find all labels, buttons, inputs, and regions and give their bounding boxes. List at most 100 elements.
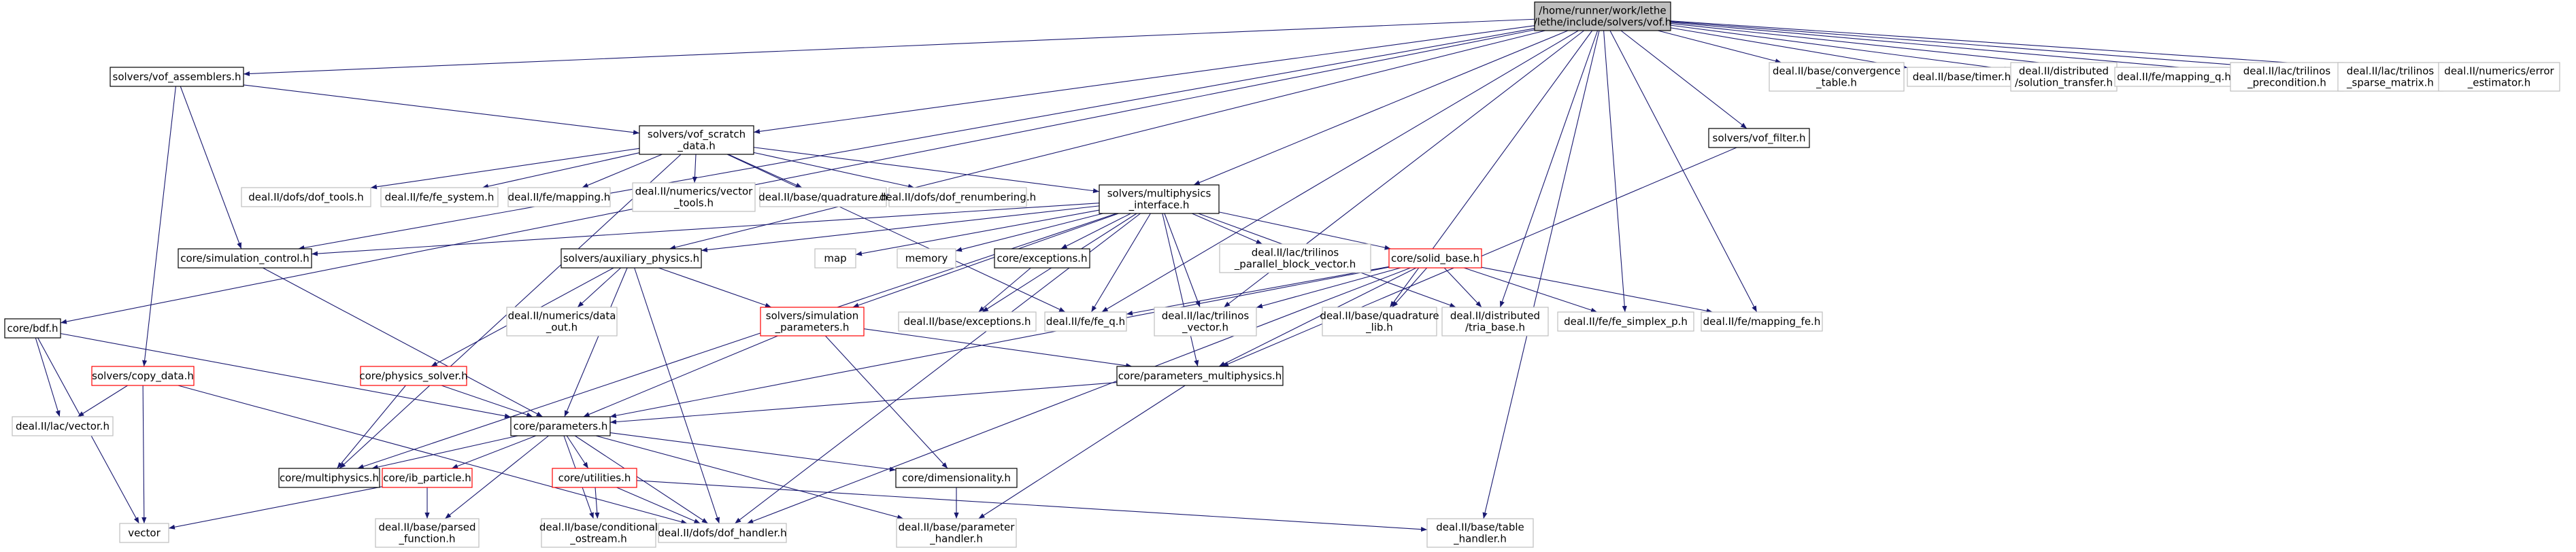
node-box [375,518,480,548]
edge-solid_base-to-tria_base [1443,267,1482,308]
node-box [1557,311,1694,332]
node-label: _sparse_matrix.h [2346,77,2434,90]
node-label: deal.II/base/table [1436,521,1524,534]
node-convergence_table: deal.II/base/convergence_table.h [1769,62,1905,92]
node-label: solvers/vof_filter.h [1713,132,1806,145]
node-box [2438,62,2560,92]
node-label: deal.II/lac/trilinos [2243,65,2331,77]
node-auxiliary_physics[interactable]: solvers/auxiliary_physics.h [561,248,702,269]
node-label: core/solid_base.h [1391,252,1479,265]
node-label: core/parameters.h [514,420,608,432]
node-label: deal.II/distributed [1450,310,1540,322]
edge-multiphysics_interface-to-exceptions_core [1060,213,1131,249]
node-label: deal.II/dofs/dof_handler.h [658,527,786,540]
edge-vof_scratch-to-fe_system [482,152,640,189]
node-label: deal.II/fe/mapping.h [508,191,611,203]
node-multiphysics_interface[interactable]: solvers/multiphysics_interface.h [1099,184,1220,214]
node-label: /solution_transfer.h [2015,77,2113,90]
node-root: /home/runner/work/lethe/lethe/include/so… [1534,1,1671,31]
node-vector_tools: deal.II/numerics/vector_tools.h [632,182,756,212]
node-parameters_multiphysics[interactable]: core/parameters_multiphysics.h [1116,366,1284,386]
node-label: deal.II/fe/fe_q.h [1046,315,1125,328]
edge-vof_scratch-to-dof_tools [370,148,640,190]
node-parameters[interactable]: core/parameters.h [510,416,611,436]
node-box [110,67,244,87]
node-simulation_control[interactable]: core/simulation_control.h [178,248,312,269]
edge-auxiliary_physics-to-dof_handler [634,267,720,524]
edge-auxiliary_physics-to-parameters [564,267,628,417]
node-exceptions_core[interactable]: core/exceptions.h [994,248,1090,269]
node-label: solvers/auxiliary_physics.h [563,252,699,265]
edge-simulation_parameters-to-parameters_multiphysics [863,328,1133,368]
edge-copy_data-to-vector [141,385,147,524]
node-simulation_parameters[interactable]: solvers/simulation_parameters.h [760,307,865,337]
node-box [510,416,611,436]
node-label: deal.II/lac/vector.h [16,420,110,432]
node-label: deal.II/dofs/dof_renumbering.h [880,191,1036,204]
edge-parameters-to-dof_handler [574,435,709,524]
node-map: map [814,248,856,269]
node-label: core/utilities.h [558,472,631,484]
node-box [12,416,114,436]
node-label: core/ib_particle.h [383,472,471,485]
node-base_exceptions: deal.II/base/exceptions.h [898,311,1037,332]
node-box [1534,1,1671,31]
node-box [382,468,473,488]
node-label: deal.II/fe/mapping_fe.h [1703,315,1821,328]
node-dof_handler: deal.II/dofs/dof_handler.h [658,523,787,543]
node-ib_particle[interactable]: core/ib_particle.h [382,468,473,488]
node-box [541,518,656,548]
edge-multiphysics_interface-to-simulation_parameters [852,213,1119,308]
node-utilities[interactable]: core/utilities.h [552,468,637,488]
node-solid_base[interactable]: core/solid_base.h [1388,248,1482,269]
edge-exceptions_core-to-base_exceptions [978,267,1031,313]
node-label: /home/runner/work/lethe [1539,5,1666,17]
node-mapping_fe: deal.II/fe/mapping_fe.h [1701,311,1823,332]
node-box [380,187,499,207]
node-vof_filter[interactable]: solvers/vof_filter.h [1708,128,1810,148]
node-box [1426,518,1534,548]
node-bdf[interactable]: core/bdf.h [4,318,61,339]
edge-bdf-to-lac_vector [35,337,61,417]
edge-multiphysics_interface-to-auxiliary_physics [701,205,1100,253]
node-label: deal.II/lac/trilinos [1162,310,1250,322]
node-quadrature_lib: deal.II/base/quadrature_lib.h [1320,307,1439,337]
node-box [241,187,371,207]
node-vof_assemblers[interactable]: solvers/vof_assemblers.h [110,67,244,87]
node-fe_system: deal.II/fe/fe_system.h [380,187,499,207]
edge-multiphysics_interface-to-parameters_multiphysics [1162,213,1199,367]
edge-root-to-trilinos_sparse_matrix [1670,21,2339,75]
node-mapping_q: deal.II/fe/mapping_q.h [2114,67,2234,87]
node-multiphysics[interactable]: core/multiphysics.h [278,468,380,488]
edge-multiphysics_interface-to-solid_base [1218,211,1391,250]
node-label: deal.II/numerics/error [2444,65,2554,77]
edge-root-to-multiphysics_interface [1193,30,1569,186]
edge-vof_assemblers-to-vof_scratch [243,84,640,135]
node-memory: memory [897,248,956,269]
edge-solid_base-to-parameters [609,266,1390,418]
node-label: deal.II/base/quadrature [1320,310,1439,322]
node-copy_data[interactable]: solvers/copy_data.h [91,366,195,386]
edge-auxiliary_physics-to-simulation_parameters [658,267,772,308]
edge-vof_scratch-to-vector_tools [692,154,698,184]
edge-solid_base-to-fe_simplex_p [1463,267,1598,313]
node-parameter_handler: deal.II/base/parameter_handler.h [896,518,1017,548]
edge-vof_scratch-to-mapping [582,154,663,188]
node-dimensionality[interactable]: core/dimensionality.h [895,468,1018,488]
node-box [119,523,169,543]
node-quadrature: deal.II/base/quadrature.h [758,187,888,207]
node-physics_solver[interactable]: core/physics_solver.h [359,366,468,386]
node-error_estimator: deal.II/numerics/error_estimator.h [2438,62,2560,92]
edge-bdf-to-parameters [60,333,512,419]
edge-vof_assemblers-to-copy_data [142,86,176,367]
node-label: /lethe/include/solvers/vof.h [1534,16,1671,29]
node-label: deal.II/fe/fe_simplex_p.h [1564,315,1688,328]
node-solution_transfer: deal.II/distributed/solution_transfer.h [2010,62,2118,92]
node-box [888,187,1027,207]
node-label: solvers/vof_scratch [648,128,746,141]
node-vof_scratch[interactable]: solvers/vof_scratch_data.h [639,125,754,155]
edge-multiphysics_interface-to-simulation_control [311,203,1100,256]
node-label: solvers/vof_assemblers.h [113,71,241,84]
node-box [278,468,380,488]
node-table_handler: deal.II/base/table_handler.h [1426,518,1534,548]
